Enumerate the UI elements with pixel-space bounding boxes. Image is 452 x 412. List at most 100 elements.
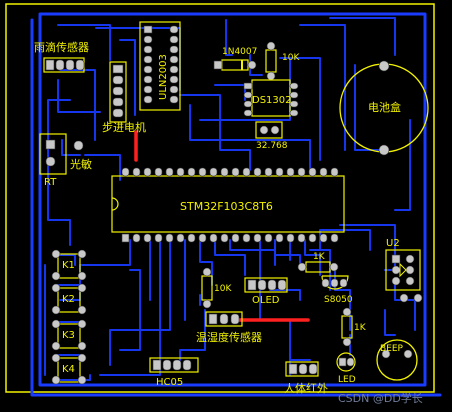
key-k3-label: K3: [62, 330, 75, 341]
mcu-pin: [231, 233, 240, 243]
u2-label: U2: [386, 238, 400, 249]
mcu-pin: [154, 233, 163, 243]
mcu-pin: [121, 167, 130, 177]
watermark: CSDN @DD学长: [338, 391, 423, 405]
battery-box[interactable]: [339, 60, 429, 156]
photoresistor-rt[interactable]: [39, 133, 84, 175]
buzzer-beep[interactable]: [376, 339, 418, 381]
mcu-pin: [220, 233, 229, 243]
crystal-32768[interactable]: [255, 121, 283, 139]
resistor-1k-a[interactable]: [297, 261, 339, 273]
mcu-pin: [132, 233, 141, 243]
human-ir-label: 人体红外: [284, 381, 328, 395]
temp-humidity-sensor[interactable]: [205, 311, 243, 327]
rain-sensor-connector[interactable]: [43, 57, 85, 73]
mcu-pin: [176, 233, 185, 243]
hc05-connector[interactable]: [149, 357, 199, 373]
mcu-pin: [253, 233, 262, 243]
mcu-pin: [143, 167, 152, 177]
mcu-pin: [187, 233, 196, 243]
stepper-label: 步进电机: [102, 120, 146, 134]
mcu-stm32[interactable]: [111, 167, 345, 243]
mcu-pin: [330, 233, 339, 243]
resistor-10k-top-label: 10K: [282, 53, 300, 63]
mcu-pin: [231, 167, 240, 177]
mcu-pin: [198, 167, 207, 177]
uln2003-label: ULN2003: [158, 54, 169, 100]
key-k4[interactable]: [51, 353, 87, 385]
mcu-pin: [319, 233, 328, 243]
mcu-pin: [264, 167, 273, 177]
mcu-pin: [253, 167, 262, 177]
mcu-pins-bottom: [121, 233, 339, 243]
mcu-pin: [220, 167, 229, 177]
trace-layer: [30, 12, 442, 397]
hc05-label: HC05: [156, 377, 183, 388]
key-k1-label: K1: [62, 260, 75, 271]
light-sensor-label: 光敏: [70, 157, 92, 171]
rt-label: RT: [44, 177, 57, 188]
u2-module[interactable]: [385, 249, 421, 291]
mcu-pin: [165, 167, 174, 177]
mcu-pin: [165, 233, 174, 243]
oled-label: OLED: [252, 295, 280, 306]
mcu-pin: [209, 167, 218, 177]
diode-1n4007[interactable]: [213, 59, 257, 71]
resistor-10k-top[interactable]: [265, 41, 277, 81]
mcu-pin: [286, 167, 295, 177]
resistor-1k-a-label: 1K: [313, 252, 326, 262]
diode-label: 1N4007: [222, 47, 257, 57]
mcu-pin: [297, 167, 306, 177]
rain-sensor-label: 雨滴传感器: [34, 40, 89, 54]
ds1302-chip[interactable]: [243, 79, 299, 117]
key-k4-label: K4: [62, 364, 75, 375]
board-outline: [5, 3, 435, 393]
resistor-10k-mid[interactable]: [201, 267, 213, 309]
mcu-pin: [275, 233, 284, 243]
resistor-10k-mid-label: 10K: [214, 284, 232, 294]
mcu-pin: [143, 233, 152, 243]
led-label: LED: [338, 375, 356, 385]
resistor-1k-b-label: 1K: [354, 323, 367, 333]
mcu-pin: [198, 233, 207, 243]
key-k2-label: K2: [62, 294, 75, 305]
key-k3[interactable]: [51, 319, 87, 351]
key-k2[interactable]: [51, 283, 87, 315]
mcu-pin: [330, 167, 339, 177]
ds1302-label: DS1302: [252, 95, 292, 106]
u2-jumper-pads[interactable]: [399, 293, 423, 303]
mcu-pin: [154, 167, 163, 177]
human-ir-connector[interactable]: [285, 361, 319, 377]
mcu-pin: [275, 167, 284, 177]
jumper-layer: [134, 130, 310, 322]
resistor-1k-b[interactable]: [341, 307, 353, 347]
beep-label: BEEP: [380, 344, 404, 354]
mcu-pin: [121, 233, 130, 243]
led[interactable]: [336, 352, 356, 372]
mcu-label: STM32F103C8T6: [180, 200, 273, 213]
temp-humidity-label: 温湿度传感器: [196, 330, 262, 344]
mcu-pin: [176, 167, 185, 177]
mcu-pin: [132, 167, 141, 177]
key-k1[interactable]: [51, 249, 87, 281]
mcu-pin: [297, 233, 306, 243]
s8050-label: S8050: [324, 295, 353, 305]
mcu-pin: [286, 233, 295, 243]
battery-box-label: 电池盒: [368, 100, 401, 114]
oled-connector[interactable]: [244, 277, 288, 293]
stepper-connector[interactable]: [109, 61, 127, 123]
mcu-pins-top: [121, 167, 339, 177]
uln2003-chip[interactable]: [139, 21, 181, 111]
mcu-pin: [308, 233, 317, 243]
transistor-s8050[interactable]: [321, 275, 349, 290]
mcu-pin: [264, 233, 273, 243]
mcu-pin: [242, 167, 251, 177]
mcu-pin: [319, 167, 328, 177]
mcu-pin: [308, 167, 317, 177]
mcu-pin: [187, 167, 196, 177]
mcu-pin: [242, 233, 251, 243]
mcu-pin: [209, 233, 218, 243]
